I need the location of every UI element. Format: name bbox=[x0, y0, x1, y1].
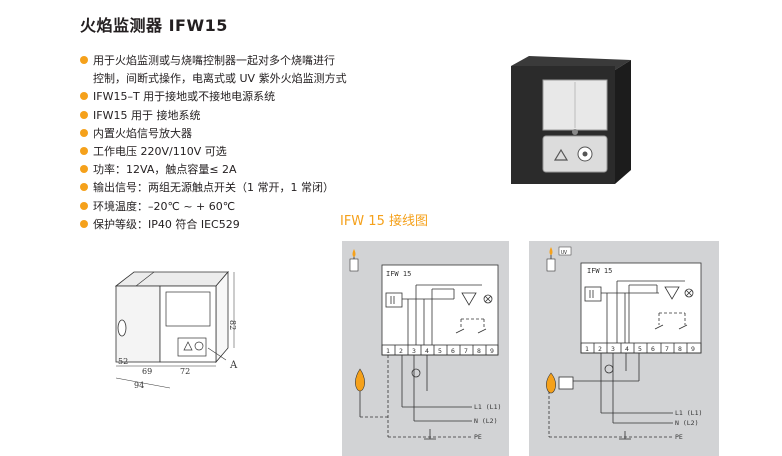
line-label-n: N (L2) bbox=[675, 419, 698, 427]
feature-item: 功率：12VA，触点容量≤ 2A bbox=[80, 161, 347, 179]
uv-label: UV bbox=[561, 250, 567, 256]
terminal: 9 bbox=[691, 345, 695, 353]
bullet-icon bbox=[80, 92, 88, 101]
line-label-pe: PE bbox=[675, 433, 683, 441]
feature-item: 用于火焰监测或与烧嘴控制器一起对多个烧嘴进行 bbox=[80, 52, 347, 70]
feature-list: 用于火焰监测或与烧嘴控制器一起对多个烧嘴进行 控制，间断式操作，电离式或 UV … bbox=[80, 52, 347, 234]
dim-height: 82 bbox=[228, 320, 237, 330]
bullet-icon bbox=[80, 56, 88, 64]
dim-width-c: 72 bbox=[180, 367, 190, 376]
terminal: 1 bbox=[585, 345, 589, 353]
terminal: 8 bbox=[477, 347, 481, 355]
line-label-l1: L1 (L1) bbox=[675, 409, 702, 417]
terminal: 5 bbox=[638, 345, 642, 353]
terminal: 3 bbox=[412, 347, 416, 355]
feature-item: 保护等级：IP40 符合 IEC529 bbox=[80, 216, 347, 234]
terminal: 6 bbox=[451, 347, 455, 355]
device-label: IFW 15 bbox=[587, 267, 612, 275]
feature-item-continued: 控制，间断式操作，电离式或 UV 紫外火焰监测方式 bbox=[93, 72, 347, 86]
terminal: 8 bbox=[678, 345, 682, 353]
feature-item: 输出信号：两组无源触点开关（1 常开，1 常闭） bbox=[80, 179, 347, 197]
terminal: 4 bbox=[425, 347, 429, 355]
bullet-icon bbox=[80, 219, 88, 228]
terminal: 7 bbox=[665, 345, 669, 353]
wiring-diagram-ionization: IFW 15 1 2 3 4 5 6 7 8 9 L1 (L1) N (L2) … bbox=[342, 241, 509, 456]
dimension-drawing: A 82 52 69 72 94 bbox=[114, 270, 238, 390]
dim-width-b: 69 bbox=[142, 367, 152, 376]
feature-item: 工作电压 220V/110V 可选 bbox=[80, 143, 347, 161]
terminal: 6 bbox=[651, 345, 655, 353]
terminal: 5 bbox=[438, 347, 442, 355]
dim-width-a: 52 bbox=[118, 357, 128, 366]
bullet-icon bbox=[80, 165, 88, 174]
feature-item: IFW15 用于 接地系统 bbox=[80, 107, 347, 125]
line-label-n: N (L2) bbox=[474, 417, 497, 425]
bullet-icon bbox=[80, 110, 88, 119]
bullet-icon bbox=[80, 201, 88, 210]
dim-depth: 94 bbox=[134, 381, 144, 390]
feature-item: 环境温度：–20℃ ~ + 60℃ bbox=[80, 198, 347, 216]
line-label-pe: PE bbox=[474, 433, 482, 441]
terminal: 7 bbox=[464, 347, 468, 355]
feature-item: IFW15–T 用于接地或不接地电源系统 bbox=[80, 88, 347, 106]
bullet-icon bbox=[80, 147, 88, 156]
wiring-diagram-title: IFW 15 接线图 bbox=[340, 214, 428, 229]
page-title: 火焰监测器 IFW15 bbox=[80, 16, 228, 35]
device-label: IFW 15 bbox=[386, 270, 411, 278]
feature-item: 内置火焰信号放大器 bbox=[80, 125, 347, 143]
bullet-icon bbox=[80, 128, 88, 137]
terminal: 1 bbox=[386, 347, 390, 355]
terminal: 2 bbox=[399, 347, 403, 355]
terminal: 9 bbox=[490, 347, 494, 355]
wiring-diagram-uv: UV IFW 15 1 2 3 4 5 6 7 8 9 L1 (L1) N (L… bbox=[529, 241, 719, 456]
product-photo bbox=[511, 56, 631, 184]
dim-marker-a: A bbox=[229, 360, 238, 371]
terminal: 3 bbox=[611, 345, 615, 353]
line-label-l1: L1 (L1) bbox=[474, 403, 501, 411]
terminal: 2 bbox=[598, 345, 602, 353]
bullet-icon bbox=[80, 183, 88, 192]
terminal: 4 bbox=[625, 345, 629, 353]
